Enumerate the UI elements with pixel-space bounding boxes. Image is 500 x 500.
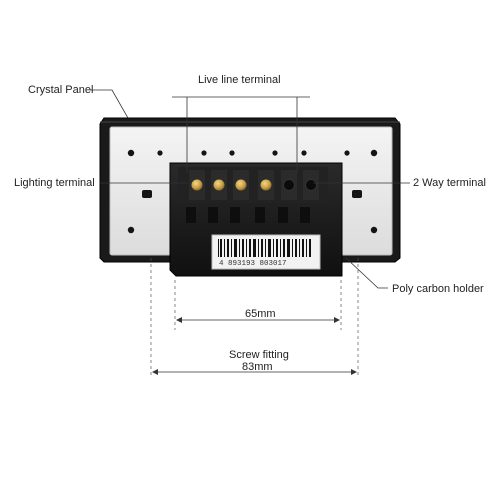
barcode-label: 4 893193 803017 [211, 234, 321, 270]
arrowheads [152, 317, 357, 375]
terminal-block [189, 170, 319, 200]
barcode-number: 4 893193 803017 [219, 260, 287, 268]
two-way-terminal-label: 2 Way terminal [413, 177, 486, 189]
inner-dimension-label: 65mm [245, 308, 276, 320]
module-ribs [186, 207, 310, 223]
crystal-panel-label: Crystal Panel [28, 84, 94, 96]
dimension-arrows [153, 319, 356, 373]
dimension-lines [150, 258, 359, 378]
outer-dimension-label: 83mm [242, 361, 273, 373]
leader-lines [90, 89, 410, 289]
lighting-terminal-label: Lighting terminal [14, 177, 95, 189]
poly-carbon-holder-label: Poly carbon holder [392, 283, 484, 295]
plate-holes [127, 149, 378, 234]
live-line-terminal-label: Live line terminal [198, 74, 281, 86]
screw-fitting-label: Screw fitting [229, 349, 289, 361]
